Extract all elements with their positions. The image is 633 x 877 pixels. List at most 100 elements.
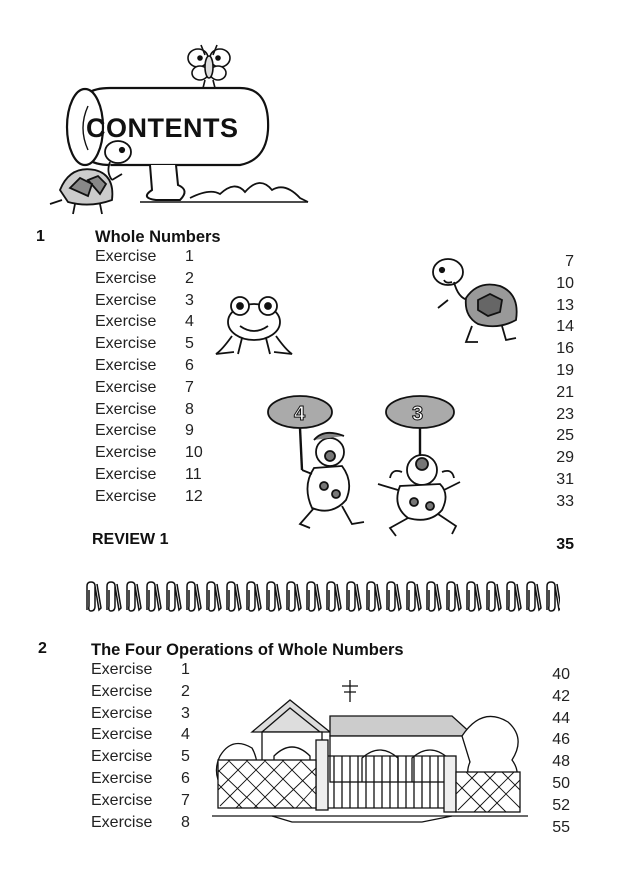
exercise-label: Exercise <box>95 356 157 374</box>
exercise-number: 6 <box>181 769 190 787</box>
clown-sign-4-label: 4 <box>294 403 306 425</box>
exercise-label: Exercise <box>95 378 157 396</box>
paperclip-icon <box>86 581 102 612</box>
exercise-number: 1 <box>185 248 194 265</box>
exercise-label: Exercise <box>95 291 157 309</box>
exercise-number: 9 <box>185 422 194 440</box>
page-number: 46 <box>552 731 570 749</box>
turtle-icon <box>49 140 132 215</box>
exercise-label: Exercise <box>91 791 153 809</box>
exercise-label: Exercise <box>95 269 157 287</box>
paperclip-icon <box>546 581 560 612</box>
page-number: 10 <box>556 274 574 292</box>
paperclip-icon <box>146 581 162 612</box>
chapter-1-number: 1 <box>36 228 45 245</box>
frog-icon <box>215 296 293 355</box>
exercise-number: 6 <box>185 356 194 374</box>
paperclip-icon <box>126 581 142 612</box>
exercise-label: Exercise <box>91 769 153 787</box>
exercise-label: Exercise <box>91 726 153 744</box>
exercise-number: 2 <box>181 682 190 700</box>
exercise-label: Exercise <box>95 335 157 353</box>
page-number: 31 <box>556 470 574 488</box>
paperclip-icon <box>446 581 462 612</box>
paperclip-icon <box>406 581 422 612</box>
paperclip-icon <box>486 581 502 612</box>
clown-illustration: 4 3 <box>267 395 461 537</box>
page-number: 25 <box>556 427 574 445</box>
review-1-label: REVIEW 1 <box>92 531 169 548</box>
exercise-label: Exercise <box>91 682 153 700</box>
house-icon <box>212 680 528 823</box>
exercise-number: 7 <box>185 378 194 396</box>
paperclip-icon <box>526 581 542 612</box>
paperclip-icon <box>366 581 382 612</box>
exercise-label: Exercise <box>95 400 157 418</box>
paperclip-icon <box>346 581 362 612</box>
page-number: 19 <box>556 361 574 379</box>
exercise-number: 8 <box>181 813 190 831</box>
exercise-number: 2 <box>185 269 194 287</box>
exercise-number: 4 <box>181 726 190 744</box>
exercise-number: 5 <box>181 748 190 766</box>
exercise-label: Exercise <box>95 313 157 331</box>
exercise-row: Exercise 4 <box>91 724 231 746</box>
exercise-row: Exercise 7 <box>95 377 235 399</box>
exercise-row: Exercise 3 <box>95 290 235 312</box>
page-number: 7 <box>565 253 574 270</box>
exercise-label: Exercise <box>95 422 157 440</box>
exercise-number: 3 <box>185 291 194 309</box>
exercise-row: Exercise 8 <box>91 812 231 834</box>
exercise-label: Exercise <box>95 465 157 483</box>
paperclip-icon <box>306 581 322 612</box>
exercise-row: Exercise 6 <box>95 355 235 377</box>
chapter-2-number: 2 <box>38 640 47 657</box>
clown-icon <box>377 454 461 537</box>
paperclip-icon <box>166 581 182 612</box>
page-number: 16 <box>556 340 574 358</box>
exercise-row: Exercise 6 <box>91 768 231 790</box>
exercise-number: 11 <box>185 465 202 483</box>
paperclip-icon <box>186 581 202 612</box>
page-number: 21 <box>556 383 574 401</box>
exercise-label: Exercise <box>95 444 157 462</box>
clown-icon <box>298 431 365 529</box>
exercise-number: 10 <box>185 444 203 462</box>
exercise-number: 8 <box>185 400 194 418</box>
page-number: 13 <box>556 296 574 314</box>
review-1-page: 35 <box>556 536 574 553</box>
paperclip-icon <box>266 581 282 612</box>
exercise-row: Exercise 11 <box>95 464 235 486</box>
exercise-row: Exercise 10 <box>95 442 235 464</box>
paperclip-icon <box>386 581 402 612</box>
clown-sign-3-label: 3 <box>412 403 423 425</box>
chapter-2-title: The Four Operations of Whole Numbers <box>91 641 404 659</box>
paperclip-icon <box>106 581 122 612</box>
exercise-label: Exercise <box>91 813 153 831</box>
exercise-number: 12 <box>185 487 203 505</box>
paperclip-icon <box>466 581 482 612</box>
paperclip-icon <box>506 581 522 612</box>
exercise-row: Exercise 5 <box>95 333 235 355</box>
paperclip-icon <box>286 581 302 612</box>
paperclip-icon <box>426 581 442 612</box>
paperclip-icon <box>206 581 222 612</box>
paperclip-icon <box>246 581 262 612</box>
exercise-number: 4 <box>185 313 194 331</box>
exercise-number: 5 <box>185 335 194 353</box>
paperclip-icon <box>326 581 342 612</box>
turtle-icon <box>432 258 518 343</box>
exercise-label: Exercise <box>91 661 153 678</box>
exercise-row: Exercise 2 <box>91 681 231 703</box>
paperclip-row <box>86 581 560 612</box>
page-title: CONTENTS <box>86 113 239 143</box>
exercise-number: 3 <box>181 704 190 722</box>
